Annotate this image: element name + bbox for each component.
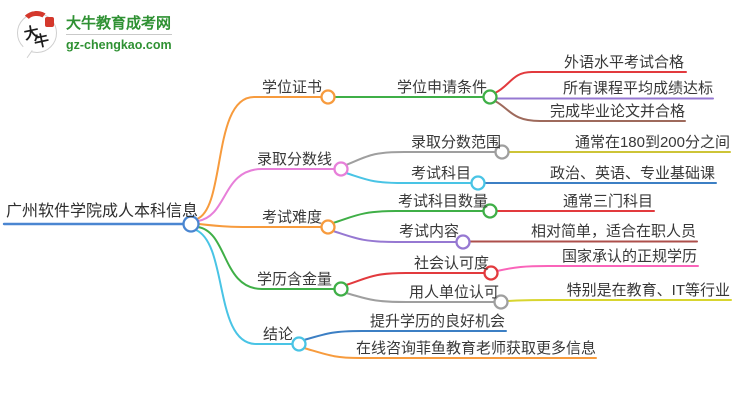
node-score-range[interactable]: 录取分数范围 — [410, 134, 501, 151]
node-handle-exam-difficulty[interactable] — [320, 219, 336, 235]
root-node-label[interactable]: 广州软件学院成人本科信息 — [6, 203, 199, 220]
node-social-recognition-value[interactable]: 国家承认的正规学历 — [561, 248, 697, 265]
logo-site-url: gz-chengkao.com — [66, 33, 172, 53]
line-foreign-language-pass — [494, 71, 687, 94]
emblem-char: 牛 — [32, 31, 51, 52]
node-subject-count-value[interactable]: 通常三门科目 — [562, 193, 653, 210]
logo-bull-emblem-icon: 大 牛 — [17, 9, 57, 59]
branch-line-degree-value — [197, 226, 335, 290]
node-handle-degree-certificate[interactable] — [320, 89, 336, 105]
line-thesis-pass — [494, 100, 686, 122]
node-handle-employer-recognition[interactable] — [493, 294, 509, 310]
node-handle-degree-value[interactable] — [333, 281, 349, 297]
site-logo: 大 牛 大牛教育成考网 gz-chengkao.com — [17, 9, 172, 59]
node-handle-degree-application-conditions[interactable] — [482, 89, 498, 105]
logo-text: 大牛教育成考网 gz-chengkao.com — [66, 14, 172, 53]
line-good-opportunity — [303, 330, 507, 341]
node-exam-subjects[interactable]: 考试科目 — [410, 165, 471, 182]
line-score-range — [345, 151, 496, 166]
red-seal-icon — [45, 17, 54, 27]
branch-line-exam-difficulty — [198, 223, 322, 228]
node-thesis-pass[interactable]: 完成毕业论文并合格 — [549, 103, 685, 120]
node-social-recognition[interactable]: 社会认可度 — [413, 255, 489, 272]
node-online-consult[interactable]: 在线咨询菲鱼教育老师获取更多信息 — [355, 340, 596, 357]
line-social-recognition-value — [496, 265, 699, 272]
line-employer-recognition-value — [507, 299, 732, 302]
line-employer-recognition — [345, 292, 495, 303]
node-exam-content[interactable]: 考试内容 — [398, 223, 459, 240]
node-handle-subject-count[interactable] — [482, 203, 498, 219]
line-exam-content — [332, 230, 457, 243]
node-conclusion[interactable]: 结论 — [262, 326, 293, 343]
node-subject-count[interactable]: 考试科目数量 — [397, 193, 488, 210]
node-exam-difficulty[interactable]: 考试难度 — [261, 209, 322, 226]
branch-line-degree-certificate — [196, 96, 322, 220]
node-good-opportunity[interactable]: 提升学历的良好机会 — [369, 313, 505, 330]
branch-line-admission-score — [197, 168, 335, 222]
line-social-recognition — [345, 272, 485, 286]
logo-site-name: 大牛教育成考网 — [66, 14, 172, 32]
node-degree-value[interactable]: 学历含金量 — [256, 271, 332, 288]
node-foreign-language-pass[interactable]: 外语水平考试合格 — [563, 54, 684, 71]
node-exam-subjects-value[interactable]: 政治、英语、专业基础课 — [549, 165, 715, 182]
node-handle-exam-subjects[interactable] — [470, 175, 486, 191]
line-exam-subjects — [345, 172, 472, 184]
node-exam-content-value[interactable]: 相对简单，适合在职人员 — [530, 223, 696, 240]
line-subject-count — [332, 210, 484, 224]
node-degree-certificate[interactable]: 学位证书 — [261, 79, 322, 96]
node-degree-application-conditions[interactable]: 学位申请条件 — [396, 79, 487, 96]
node-handle-social-recognition[interactable] — [483, 265, 499, 281]
node-handle-admission-score[interactable] — [333, 161, 349, 177]
node-score-range-value[interactable]: 通常在180到200分之间 — [574, 134, 730, 151]
node-employer-recognition[interactable]: 用人单位认可 — [408, 284, 499, 301]
node-course-average-pass[interactable]: 所有课程平均成绩达标 — [562, 80, 713, 97]
node-employer-recognition-value[interactable]: 特别是在教育、IT等行业 — [566, 282, 730, 299]
line-online-consult — [303, 347, 597, 359]
node-handle-score-range[interactable] — [494, 144, 510, 160]
root-node-handle[interactable] — [182, 215, 200, 233]
node-admission-score[interactable]: 录取分数线 — [256, 151, 332, 168]
node-handle-exam-content[interactable] — [455, 234, 471, 250]
node-handle-conclusion[interactable] — [291, 336, 307, 352]
branch-line-conclusion — [195, 229, 293, 345]
